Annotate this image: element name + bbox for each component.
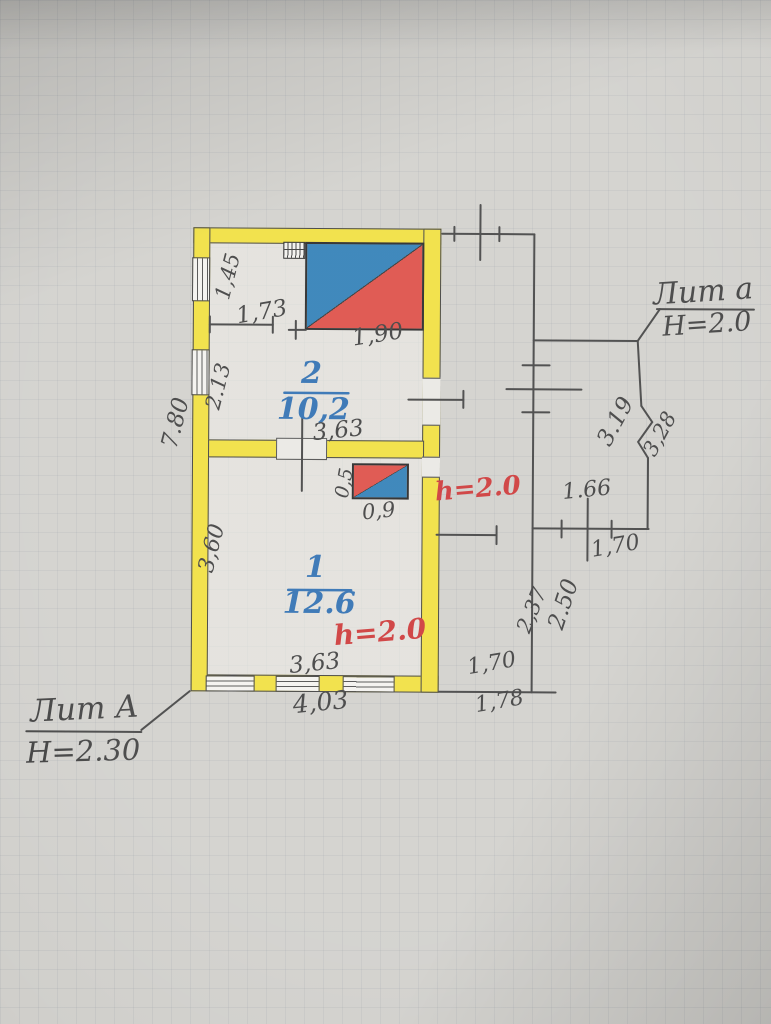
room1-number: 1 (304, 549, 326, 586)
annex-height-note: h=2.0 (433, 470, 522, 508)
dim-right-span-upper: 1.66 (561, 475, 613, 506)
dim-front-wall-outer: 4,03 (291, 684, 350, 720)
dim-small-stove-width: 0,9 (360, 497, 397, 525)
room1-area: 12.6 (282, 585, 356, 622)
building-liter-height: H=2.30 (25, 732, 141, 770)
annex-liter-height: H=2.0 (661, 306, 753, 343)
annex-liter-label: Лит а (651, 271, 755, 313)
building-liter-label: Лит А (29, 688, 140, 730)
dim-room1-inner-width: 3,63 (287, 648, 342, 679)
room1-height-note: h=2.0 (332, 611, 428, 653)
dim-small-stove-depth: 0,5 (330, 466, 358, 500)
dim-room2-inner-width: 3,63 (311, 415, 365, 447)
room2-number: 2 (300, 355, 323, 392)
